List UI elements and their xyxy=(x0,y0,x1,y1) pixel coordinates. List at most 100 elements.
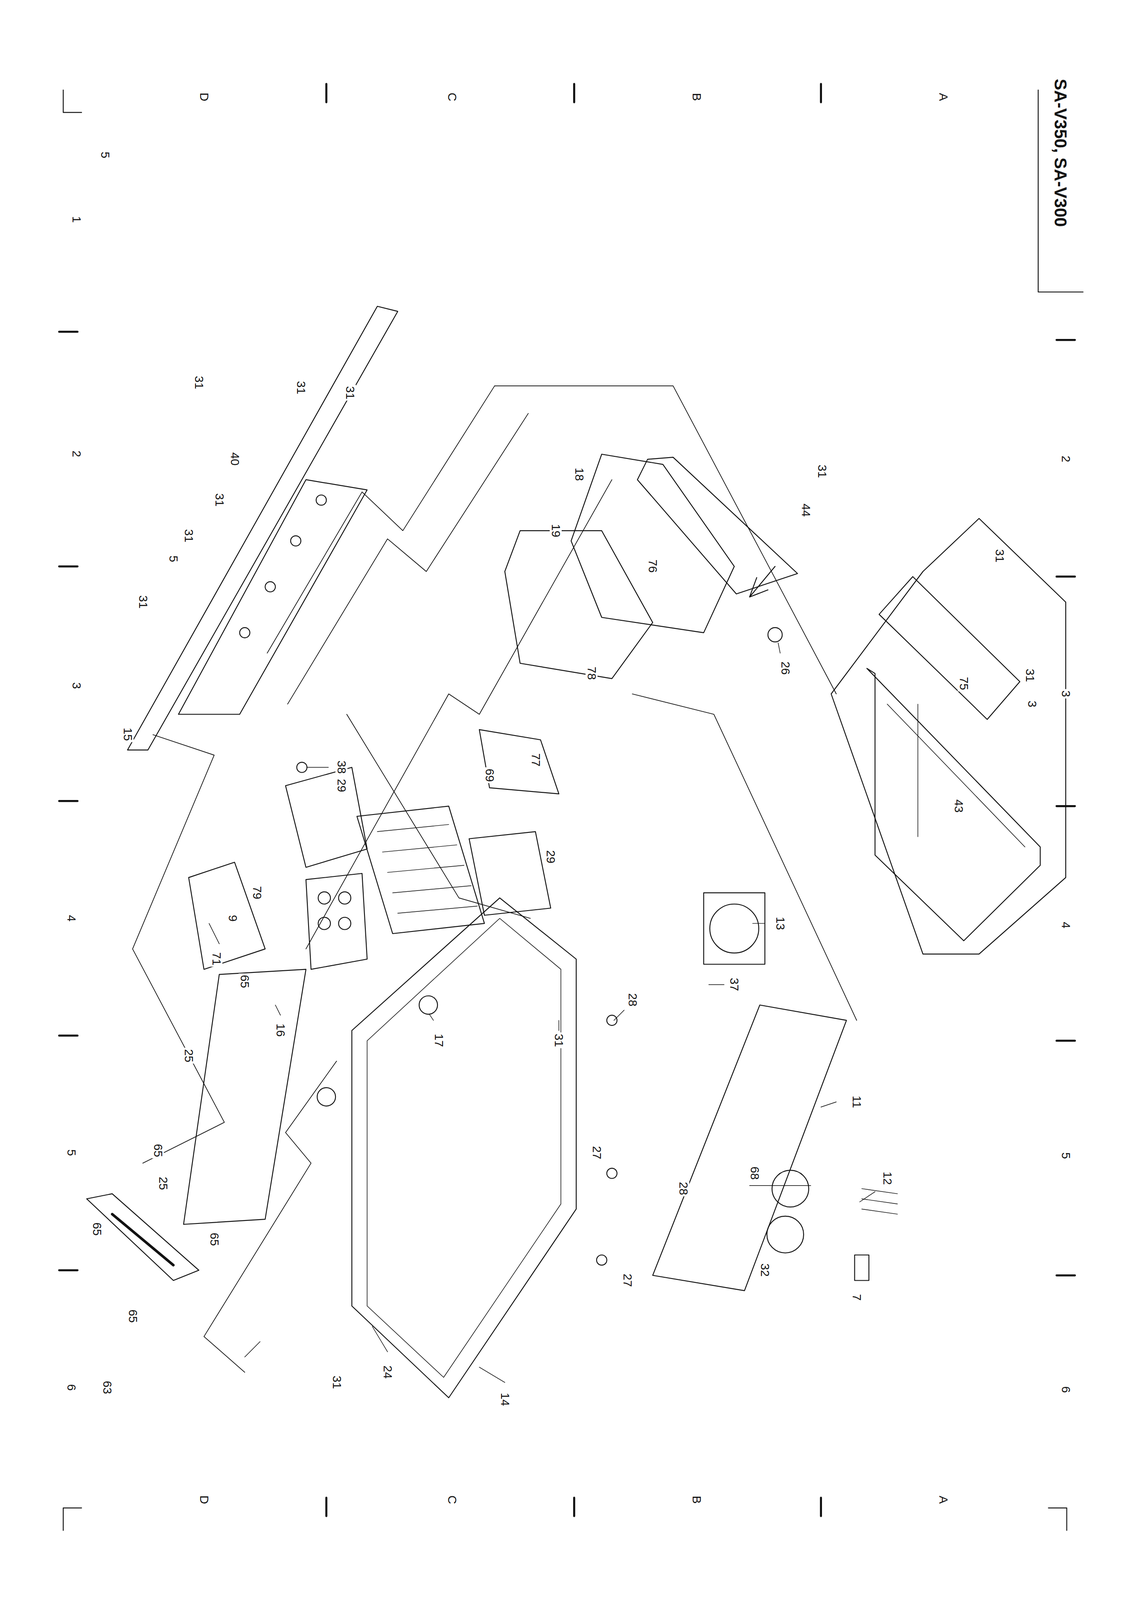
callout-number: 65 xyxy=(238,973,251,989)
callout-number: 31 xyxy=(294,379,307,396)
callout-number: 25 xyxy=(157,1174,170,1191)
callout-number: 13 xyxy=(774,915,787,931)
callout-number: 11 xyxy=(850,1093,863,1109)
chassis-detail xyxy=(887,703,1026,847)
callout-number: 15 xyxy=(121,726,134,743)
callout-number: 27 xyxy=(590,1144,603,1161)
capacitor xyxy=(766,1215,804,1253)
front-board xyxy=(178,479,368,715)
grid-tick xyxy=(326,84,822,103)
callout-number: 7 xyxy=(850,1292,863,1303)
group-outline xyxy=(494,385,837,694)
grid-reference: 2 xyxy=(1059,454,1072,464)
callout-number: 31 xyxy=(182,527,195,544)
jack xyxy=(239,627,251,638)
group-outline xyxy=(204,1061,337,1373)
grid-reference: 2 xyxy=(70,449,83,459)
callout-number: 31 xyxy=(993,548,1006,564)
callout-number: 43 xyxy=(952,797,965,814)
grid-reference: B xyxy=(690,1493,703,1505)
callout-number: 65 xyxy=(208,1231,221,1248)
callout-number: 25 xyxy=(182,1047,195,1064)
grid-reference: B xyxy=(690,91,703,103)
callout-number: 26 xyxy=(779,660,792,677)
callout-number: 14 xyxy=(498,1391,511,1408)
callout-number: 29 xyxy=(544,848,557,865)
callout-number: 29 xyxy=(335,777,348,793)
group-outline xyxy=(287,413,529,704)
heat-sink-fin xyxy=(377,824,478,913)
grid-reference: 5 xyxy=(65,1147,78,1158)
jack xyxy=(265,581,276,592)
grid-reference: 3 xyxy=(1059,688,1072,699)
circuit-board xyxy=(879,576,1021,720)
terminal-block xyxy=(306,873,368,970)
group-outline xyxy=(306,479,613,949)
callout-number: 17 xyxy=(432,1032,445,1049)
callout-number: 31 xyxy=(330,1373,343,1390)
circuit-board xyxy=(188,862,266,970)
jack xyxy=(316,495,327,506)
foot xyxy=(596,1254,607,1266)
grid-reference: D xyxy=(198,1493,210,1505)
front-plate xyxy=(86,1193,199,1280)
terminal xyxy=(318,891,331,904)
callout-number: 71 xyxy=(210,950,223,967)
grommet xyxy=(296,762,307,773)
callout-number: 32 xyxy=(758,1261,771,1278)
callout-number: 27 xyxy=(621,1271,634,1288)
front-panel xyxy=(127,306,398,750)
terminal xyxy=(338,917,351,930)
callout-number: 16 xyxy=(274,1022,287,1038)
callout-number: 12 xyxy=(881,1169,894,1186)
corner-mark xyxy=(1048,1507,1067,1531)
group-outline xyxy=(346,714,531,919)
grommet xyxy=(767,627,782,642)
callout-number: 37 xyxy=(728,976,741,992)
corner-mark xyxy=(63,90,82,113)
callout-number: 31 xyxy=(137,593,149,610)
callout-number: 31 xyxy=(343,384,356,401)
grid-reference: C xyxy=(445,1493,458,1505)
grid-reference: 1 xyxy=(70,214,83,225)
callout-number: 78 xyxy=(585,665,598,682)
grid-reference: 4 xyxy=(1059,920,1072,930)
callout-number: 28 xyxy=(677,1180,690,1196)
arrow xyxy=(749,566,776,598)
callout-number: 31 xyxy=(213,491,226,508)
grid-tick xyxy=(326,1497,822,1516)
chassis-detail xyxy=(367,918,561,1377)
callout-number: 24 xyxy=(381,1363,394,1380)
corner-mark xyxy=(63,1507,82,1531)
grid-reference: 5 xyxy=(1059,1151,1072,1161)
chassis-bracket xyxy=(866,668,1041,941)
knob xyxy=(419,995,438,1015)
heat-sink xyxy=(356,805,485,934)
knob xyxy=(317,1087,336,1106)
callout-number: 31 xyxy=(192,374,205,391)
callout-number: 65 xyxy=(151,1142,164,1159)
transformer-core xyxy=(709,903,759,954)
callout-number: 5 xyxy=(167,554,180,564)
callout-number: 3 xyxy=(1026,699,1038,709)
callout-number: 63 xyxy=(101,1378,114,1395)
terminal xyxy=(318,917,331,930)
callout-number: 77 xyxy=(529,752,542,768)
grid-reference: D xyxy=(198,91,210,103)
callout-number: 31 xyxy=(552,1032,565,1049)
bracket xyxy=(285,767,368,868)
callout-number: 79 xyxy=(250,884,263,901)
leader-line xyxy=(209,642,875,1382)
grid-reference: A xyxy=(937,91,950,103)
grid-tick xyxy=(59,331,78,1270)
callout-number: 18 xyxy=(573,466,586,483)
transformer xyxy=(703,892,765,964)
callout-number: 38 xyxy=(335,758,348,775)
model-title: SA-V350, SA-V300 xyxy=(1052,77,1070,229)
callout-number: 28 xyxy=(626,991,639,1008)
grid-reference: 6 xyxy=(1059,1384,1072,1394)
inset-frame xyxy=(830,518,1066,954)
jack xyxy=(290,535,301,546)
grid-reference: 5 xyxy=(99,150,111,160)
